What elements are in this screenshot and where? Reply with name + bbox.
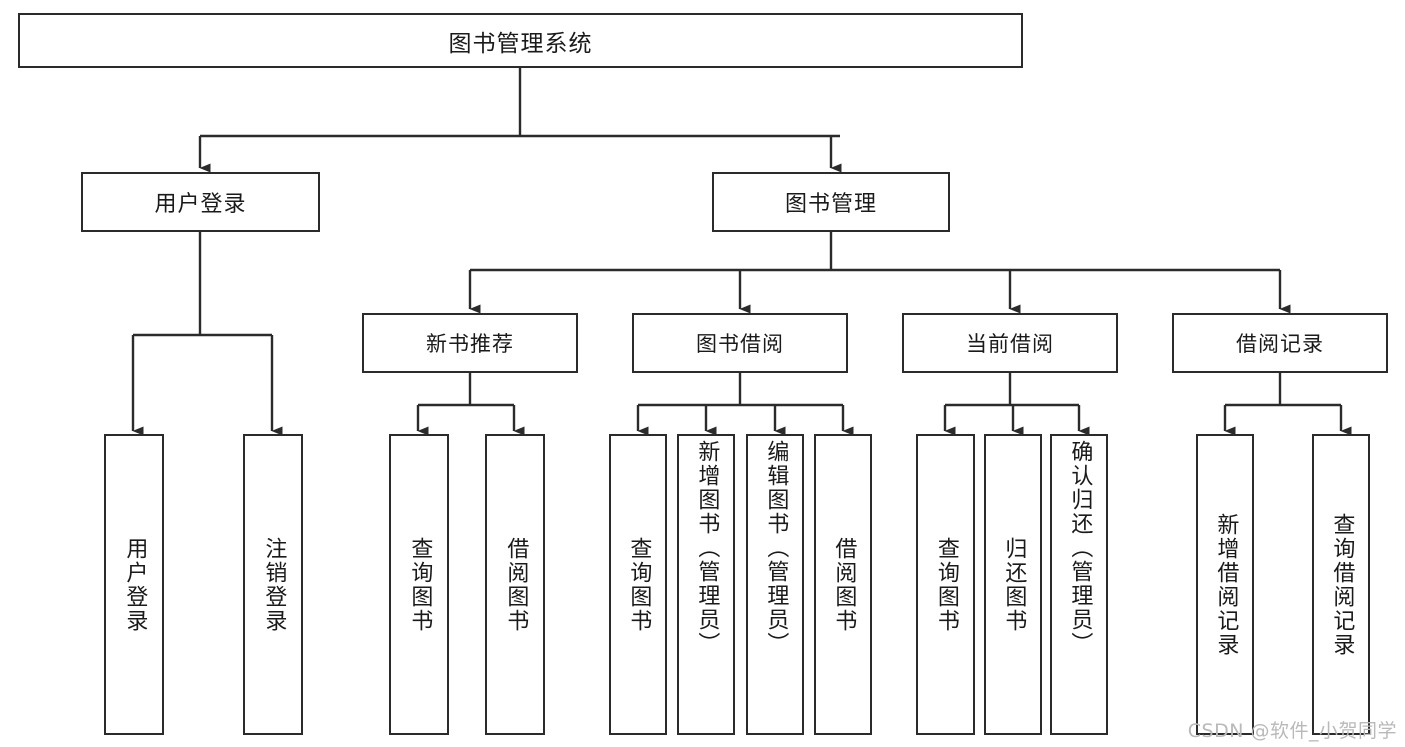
leaf-new-book-borrow[interactable]: 借阅图书 [485,434,545,735]
leaf-book-borrow-borrow-label: 借阅图书 [831,536,857,633]
node-current-borrow-label: 当前借阅 [966,332,1054,356]
leaf-user-login-login[interactable]: 用户登录 [104,434,164,735]
node-book-borrow[interactable]: 图书借阅 [632,313,848,373]
leaf-current-borrow-confirm-label: 确认归还（管理员） [1067,440,1093,656]
node-current-borrow[interactable]: 当前借阅 [902,313,1118,373]
leaf-borrow-record-query-label: 查询借阅记录 [1329,512,1355,657]
leaf-user-login-logout[interactable]: 注销登录 [243,434,303,735]
leaf-current-borrow-confirm[interactable]: 确认归还（管理员） [1050,434,1108,735]
node-book-borrow-label: 图书借阅 [696,332,784,356]
leaf-book-borrow-add-label: 新增图书（管理员） [694,440,720,656]
leaf-current-borrow-query-label: 查询图书 [933,536,959,633]
node-book-management[interactable]: 图书管理 [712,172,950,232]
leaf-current-borrow-return-label: 归还图书 [1001,536,1027,633]
node-root-system[interactable]: 图书管理系统 [18,13,1023,68]
leaf-borrow-record-add-label: 新增借阅记录 [1213,512,1239,657]
node-root-system-label: 图书管理系统 [448,30,593,57]
leaf-book-borrow-borrow[interactable]: 借阅图书 [814,434,872,735]
leaf-book-borrow-query-label: 查询图书 [626,536,652,633]
leaf-current-borrow-query[interactable]: 查询图书 [916,434,975,735]
node-borrow-record[interactable]: 借阅记录 [1172,313,1388,373]
leaf-book-borrow-query[interactable]: 查询图书 [609,434,667,735]
leaf-book-borrow-edit[interactable]: 编辑图书（管理员） [746,434,804,735]
leaf-user-login-login-label: 用户登录 [122,536,148,633]
leaf-new-book-query-label: 查询图书 [407,536,433,633]
leaf-current-borrow-return[interactable]: 归还图书 [984,434,1042,735]
node-book-management-label: 图书管理 [784,192,877,217]
leaf-borrow-record-add[interactable]: 新增借阅记录 [1196,434,1254,735]
leaf-book-borrow-add[interactable]: 新增图书（管理员） [677,434,735,735]
node-new-book-recommend[interactable]: 新书推荐 [362,313,578,373]
node-user-login[interactable]: 用户登录 [81,172,320,232]
node-borrow-record-label: 借阅记录 [1236,332,1324,356]
leaf-new-book-borrow-label: 借阅图书 [503,536,529,633]
leaf-new-book-query[interactable]: 查询图书 [389,434,449,735]
node-user-login-label: 用户登录 [154,192,247,217]
leaf-book-borrow-edit-label: 编辑图书（管理员） [763,440,789,656]
leaf-user-login-logout-label: 注销登录 [261,536,287,633]
leaf-borrow-record-query[interactable]: 查询借阅记录 [1312,434,1370,735]
node-new-book-recommend-label: 新书推荐 [426,332,514,356]
